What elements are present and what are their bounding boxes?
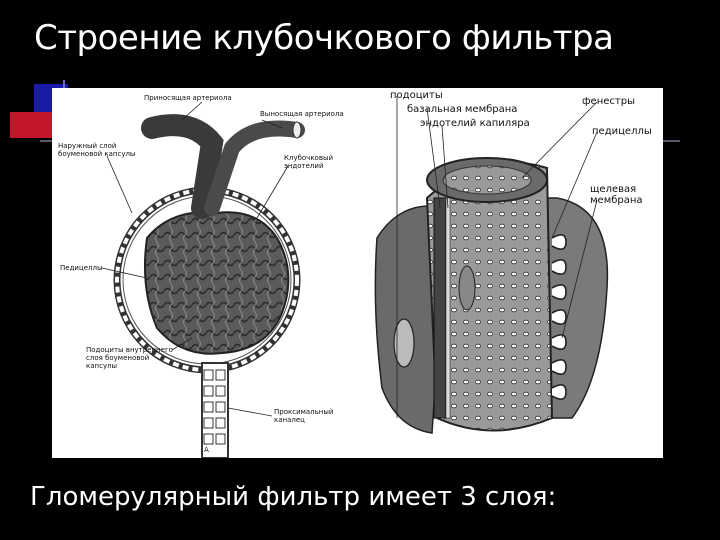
label-slit-membrane: щелевая мембрана (590, 184, 643, 206)
figure-illustration: Приносящая артериола Выносящая артериола… (58, 90, 652, 458)
label-fenestrae: фенестры (582, 96, 635, 107)
label-endothelium-wrap: Клубочковый эндотелий (284, 154, 334, 170)
slide-title: Строение клубочкового фильтра (34, 18, 614, 58)
label-podocytes-inner-layer: Подоциты внутреннего слоя боуменовой кап… (86, 346, 173, 370)
label-pedicels-right: педицеллы (592, 126, 652, 137)
label-glomerular-endothelium: Клубочковый эндотелий (284, 154, 334, 170)
label-pedicels-left: Педицеллы (60, 264, 103, 272)
label-podocytes-right: подоциты (390, 90, 443, 101)
glomerulus-drawing: Приносящая артериола Выносящая артериола… (58, 94, 344, 458)
glomerular-filter-figure: Приносящая артериола Выносящая артериола… (52, 88, 663, 458)
label-afferent-arteriole: Приносящая артериола (144, 94, 232, 102)
capillary-wall-drawing: подоциты базальная мембрана эндотелий ка… (374, 90, 652, 434)
label-proximal-wrap: Проксимальный каналец (274, 408, 334, 424)
label-outer-layer-wrap: Наружный слой боуменовой капсулы (58, 142, 136, 158)
decor-red-square (10, 112, 54, 138)
label-panel-letter: А (204, 446, 209, 454)
label-slit-wrap: щелевая мембрана (590, 184, 643, 206)
label-podocytes-left-wrap: Подоциты внутреннего слоя боуменовой кап… (86, 346, 173, 370)
label-efferent-arteriole: Выносящая артериола (260, 110, 344, 118)
label-capillary-endothelium: эндотелий капиляра (420, 118, 530, 129)
slide-caption: Гломерулярный фильтр имеет 3 слоя: (30, 482, 557, 512)
label-proximal-tubule: Проксимальный каналец (274, 408, 334, 424)
label-outer-layer: Наружный слой боуменовой капсулы (58, 142, 136, 158)
label-basement-membrane: базальная мембрана (407, 104, 517, 115)
